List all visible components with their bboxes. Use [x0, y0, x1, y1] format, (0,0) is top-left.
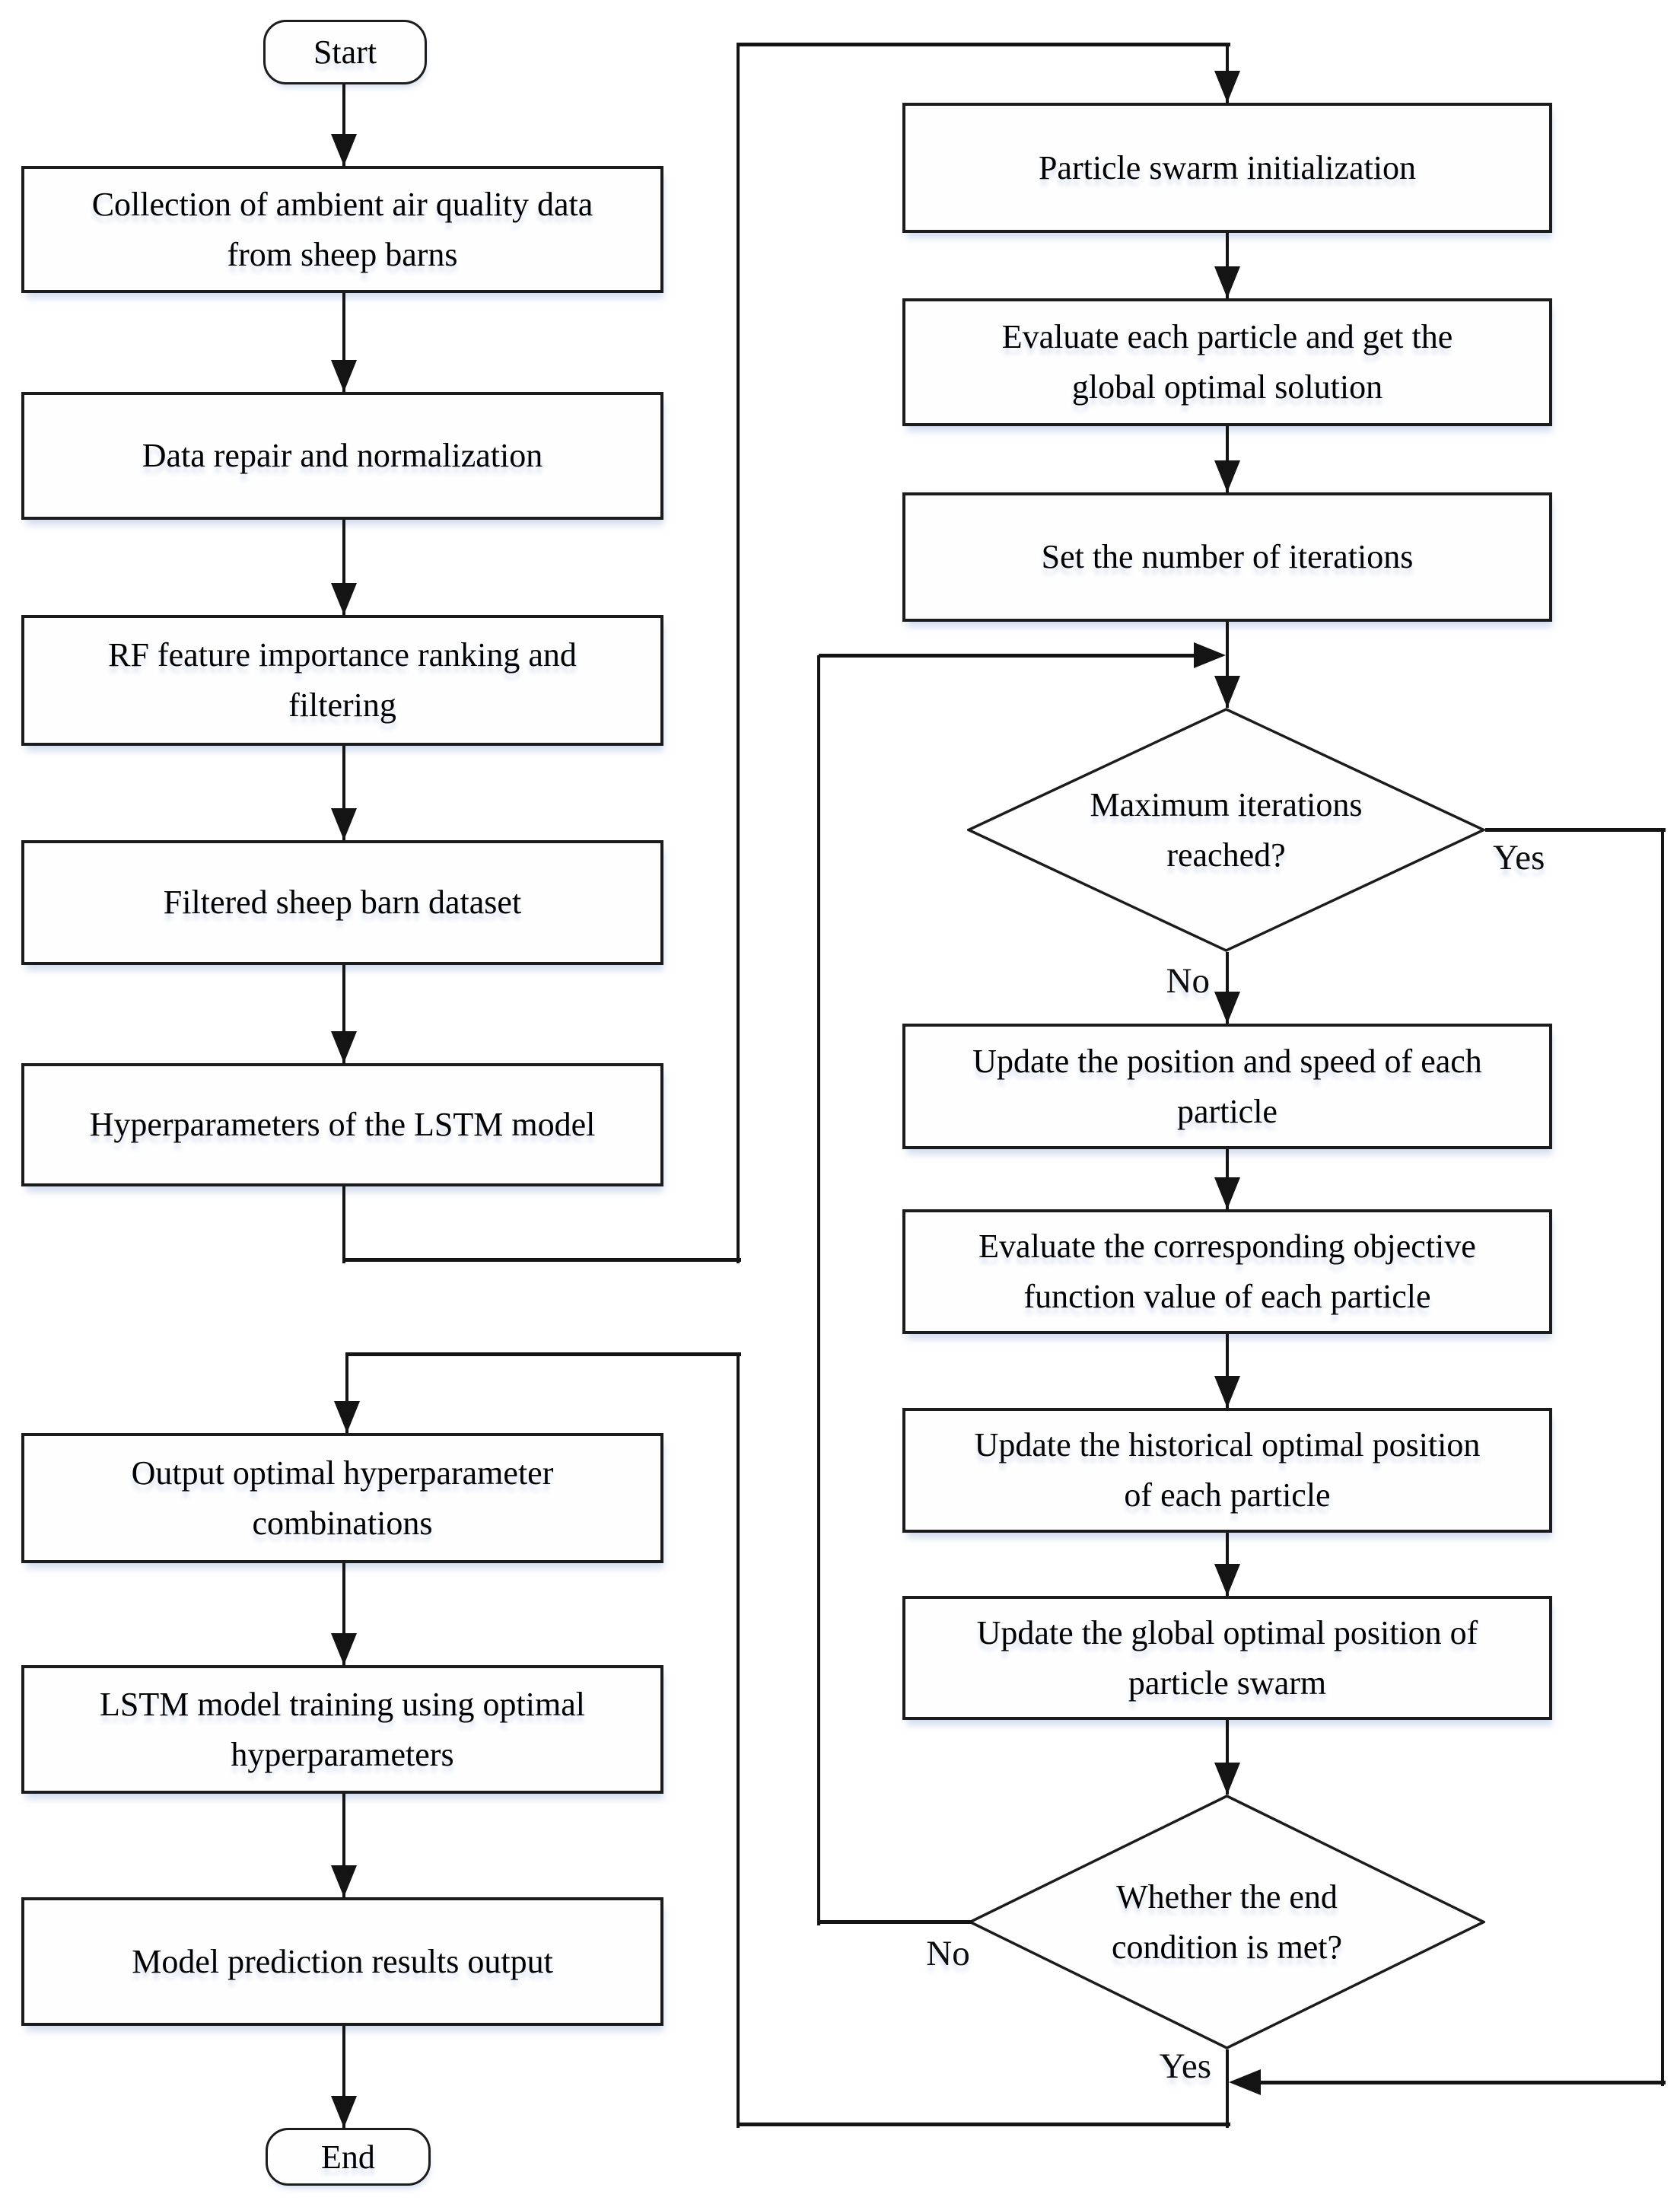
flow-node-particle-swarm-initialization: Particle swarm initialization [902, 103, 1552, 233]
flow-node-start-label: Start [313, 33, 377, 71]
arrowhead-icon [334, 1401, 360, 1433]
node-label: Collection of ambient air quality data f… [91, 185, 593, 273]
flow-node-update-position-speed: Update the position and speed of each pa… [902, 1024, 1552, 1149]
flow-node-lstm-training: LSTM model training using optimal hyperp… [21, 1665, 663, 1794]
connector-line [342, 965, 345, 1063]
connector-line [1226, 2049, 1229, 2128]
node-label: Hyperparameters of the LSTM model [89, 1106, 596, 1143]
arrowhead-icon [1214, 676, 1240, 708]
edge-label-no-max-iterations: No [1166, 961, 1210, 1001]
node-label: LSTM model training using optimal hyperp… [100, 1685, 585, 1773]
node-label: Update the position and speed of each pa… [972, 1042, 1482, 1130]
arrowhead-icon [1214, 1177, 1240, 1209]
node-label: Evaluate the corresponding objective fun… [978, 1228, 1476, 1315]
edge-label-yes-end-condition: Yes [1159, 2046, 1211, 2086]
node-label: Evaluate each particle and get the globa… [1001, 318, 1453, 406]
edge-label-no-end-condition: No [926, 1934, 970, 1973]
connector-line [1257, 2081, 1666, 2084]
flow-node-data-repair-normalization: Data repair and normalization [21, 392, 663, 520]
arrowhead-icon [1214, 1763, 1240, 1795]
arrowhead-icon [331, 1633, 357, 1665]
node-label: Maximum iterations reached? [1090, 785, 1363, 874]
node-label: Filtered sheep barn dataset [163, 884, 522, 921]
connector-line [1226, 622, 1229, 708]
arrowhead-icon [331, 1031, 357, 1063]
arrowhead-icon [1214, 266, 1240, 298]
connector-line [737, 2123, 1230, 2126]
connector-line [342, 84, 345, 166]
connector-line [342, 746, 345, 840]
flow-decision-end-condition-met: Whether the end condition is met? [969, 1795, 1485, 2049]
connector-line [737, 1354, 740, 2128]
connector-line [819, 654, 1198, 658]
connector-line [342, 1258, 741, 1262]
connector-line [342, 1794, 345, 1897]
arrowhead-icon [1214, 1376, 1240, 1408]
node-label: Update the historical optimal position o… [974, 1426, 1481, 1514]
node-label: Particle swarm initialization [1038, 148, 1417, 186]
diamond-shape-icon [969, 1795, 1485, 2049]
node-label: Data repair and normalization [142, 437, 543, 474]
node-label: Update the global optimal position of pa… [976, 1613, 1478, 1702]
flow-node-model-prediction-output: Model prediction results output [21, 1897, 663, 2026]
connector-line [342, 1186, 345, 1263]
flow-node-evaluate-particles: Evaluate each particle and get the globa… [902, 298, 1552, 426]
arrowhead-icon [331, 808, 357, 840]
connector-line [1661, 830, 1664, 2086]
connector-line [1226, 952, 1229, 1024]
connector-line [1226, 233, 1229, 298]
connector-line [1226, 1334, 1229, 1408]
connector-line [342, 520, 345, 615]
arrowhead-icon [1229, 2069, 1261, 2095]
node-label: RF feature importance ranking and filter… [108, 636, 577, 724]
connector-line [345, 1352, 741, 1356]
arrowhead-icon [331, 2096, 357, 2128]
connector-line [817, 655, 820, 1925]
connector-line [1226, 426, 1229, 492]
arrowhead-icon [1214, 1564, 1240, 1596]
flow-node-lstm-hyperparameters: Hyperparameters of the LSTM model [21, 1063, 663, 1186]
connector-line [345, 1354, 348, 1433]
flow-node-rf-feature-ranking: RF feature importance ranking and filter… [21, 615, 663, 746]
connector-line [819, 1920, 972, 1924]
flow-node-output-optimal-hyperparameters: Output optimal hyperparameter combinatio… [21, 1433, 663, 1563]
arrowhead-icon [1214, 71, 1240, 103]
flow-node-collect-air-quality-data: Collection of ambient air quality data f… [21, 166, 663, 293]
flow-node-update-global-optimal: Update the global optimal position of pa… [902, 1596, 1552, 1720]
connector-line [737, 44, 740, 1263]
connector-line [1485, 828, 1666, 832]
arrowhead-icon [1214, 992, 1240, 1024]
arrowhead-icon [331, 583, 357, 615]
arrowhead-icon [1214, 460, 1240, 492]
connector-line [1226, 1720, 1229, 1795]
arrowhead-icon [331, 134, 357, 166]
node-label: Output optimal hyperparameter combinatio… [131, 1454, 554, 1542]
flow-node-start: Start [263, 20, 427, 84]
flow-node-end: End [266, 2128, 431, 2186]
connector-line [737, 43, 1230, 46]
connector-line [342, 293, 345, 392]
node-label: Model prediction results output [132, 1942, 553, 1980]
arrowhead-icon [331, 1865, 357, 1897]
flow-node-filtered-dataset: Filtered sheep barn dataset [21, 840, 663, 965]
connector-line [342, 2026, 345, 2128]
arrowhead-icon [331, 360, 357, 392]
connector-line [342, 1563, 345, 1665]
flow-node-end-label: End [321, 2138, 375, 2176]
flow-node-evaluate-objective-function: Evaluate the corresponding objective fun… [902, 1209, 1552, 1334]
flow-node-set-iterations: Set the number of iterations [902, 492, 1552, 622]
arrowhead-icon [1194, 642, 1226, 668]
edge-label-yes-max-iterations: Yes [1493, 838, 1545, 877]
node-label: Whether the end condition is met? [1111, 1877, 1343, 1966]
flow-decision-max-iterations-reached: Maximum iterations reached? [967, 708, 1485, 952]
flow-node-update-historical-optimal: Update the historical optimal position o… [902, 1408, 1552, 1533]
diamond-shape-icon [967, 708, 1485, 952]
node-label: Set the number of iterations [1041, 538, 1414, 575]
